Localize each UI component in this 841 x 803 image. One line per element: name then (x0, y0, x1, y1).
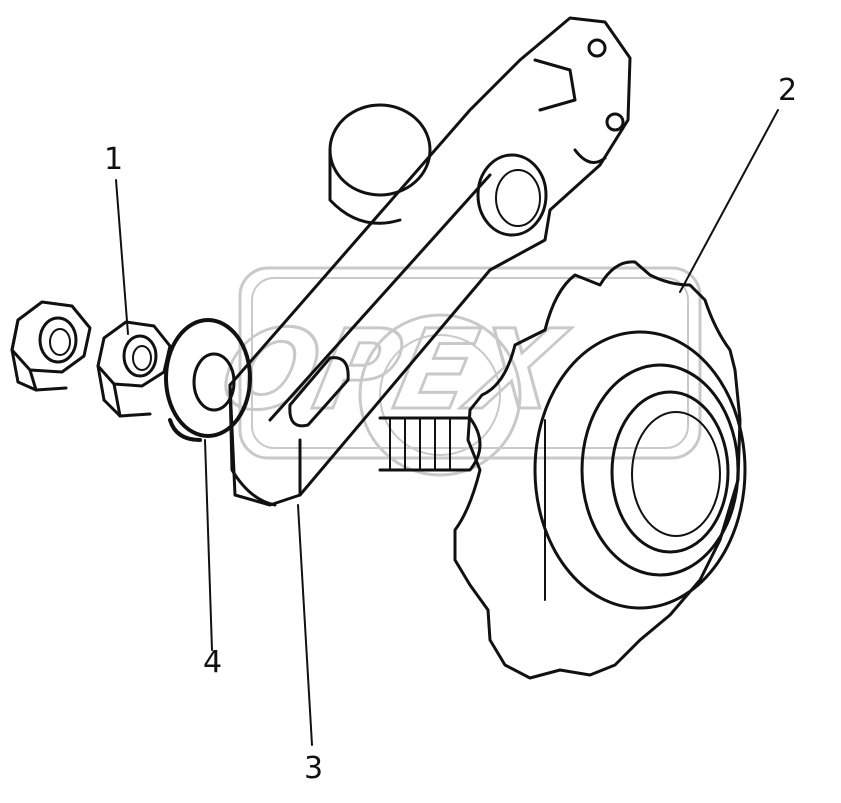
tensioner-arm (228, 16, 632, 507)
callout-1: 1 (104, 142, 124, 177)
leader-line-2 (679, 109, 779, 293)
watermark-text: OPEX (211, 307, 577, 435)
callout-2: 2 (778, 73, 798, 108)
idler-sprocket (453, 260, 747, 680)
callout-3: 3 (304, 751, 324, 786)
leader-lines (115, 109, 779, 746)
hex-nut-outer (10, 300, 92, 392)
leader-line-1 (115, 179, 129, 335)
hex-nut-inner (96, 320, 172, 418)
leader-line-4 (204, 439, 213, 651)
leader-line-3 (297, 504, 313, 746)
callout-4: 4 (203, 645, 223, 680)
watermark: OPEX (209, 266, 702, 477)
